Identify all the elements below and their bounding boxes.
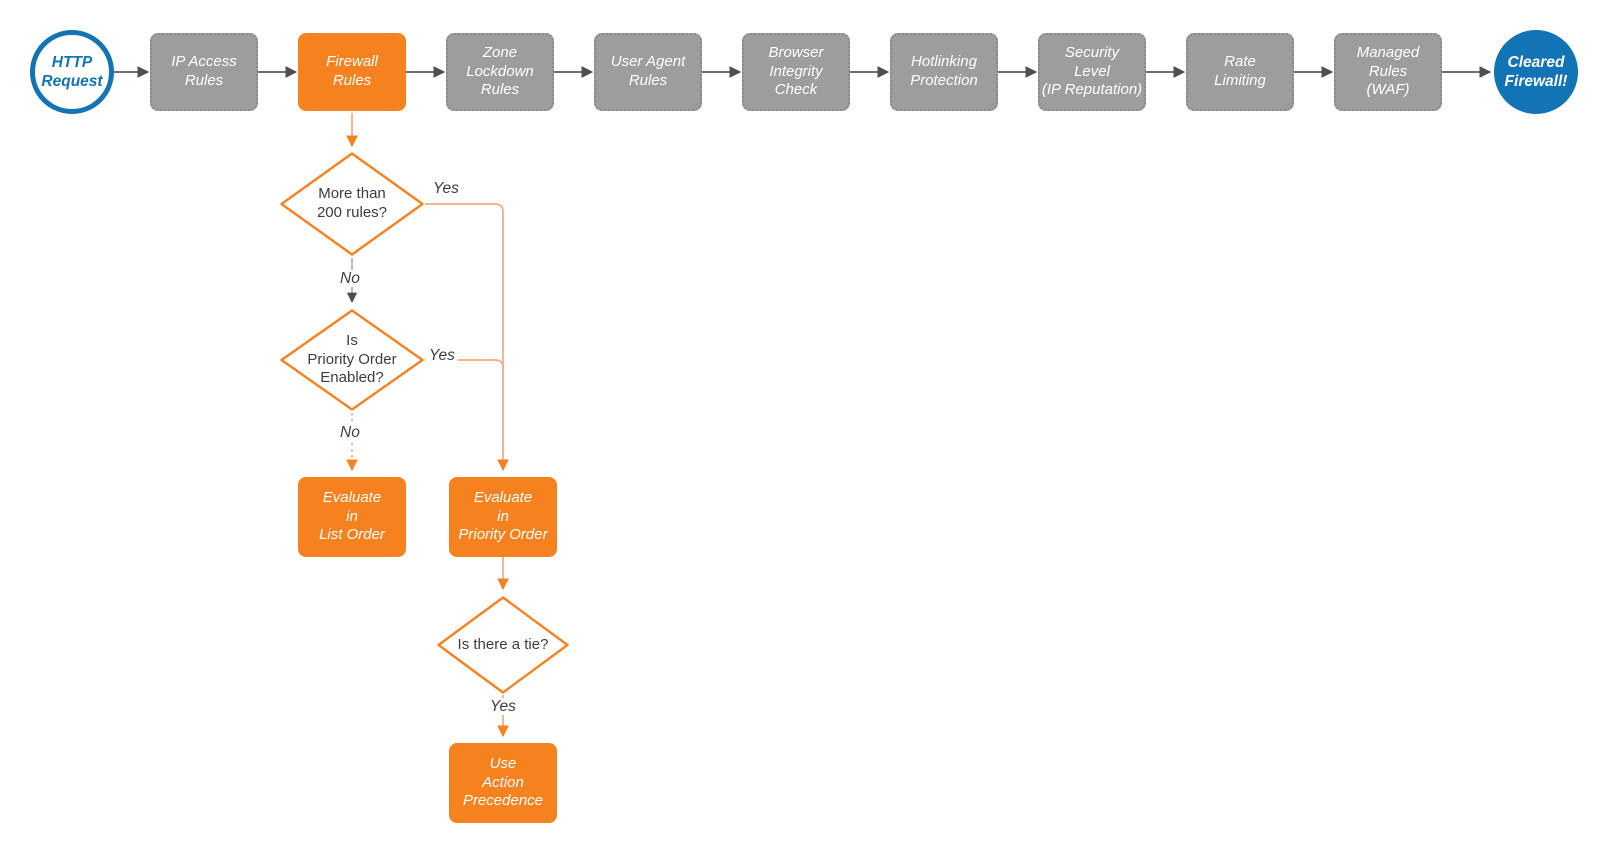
- diamond-shape: [280, 152, 424, 256]
- node-evaluate-in-priority-order: Evaluate in Priority Order: [449, 477, 557, 557]
- node-cleared-firewall: Cleared Firewall!: [1494, 30, 1578, 114]
- node-security-level: Security Level (IP Reputation): [1038, 33, 1146, 111]
- node-user-agent-rules: User Agent Rules: [594, 33, 702, 111]
- node-zone-lockdown-rules: Zone Lockdown Rules: [446, 33, 554, 111]
- node-label: HTTP Request: [41, 53, 103, 90]
- node-managed-rules-waf: Managed Rules (WAF): [1334, 33, 1442, 111]
- node-label: User Agent Rules: [610, 53, 686, 89]
- decision-priority-order-enabled: Is Priority Order Enabled?: [279, 308, 425, 412]
- node-label: Hotlinking Protection: [910, 53, 978, 89]
- edge-label-priority-order-yes: Yes: [426, 347, 458, 365]
- node-ip-access-rules: IP Access Rules: [150, 33, 258, 111]
- edge-label-more-than-200-no: No: [337, 270, 363, 288]
- node-label: Browser Integrity Check: [768, 43, 824, 99]
- node-label: Firewall Rules: [326, 53, 378, 89]
- node-label: Evaluate in Priority Order: [458, 488, 548, 544]
- diamond-shape: [437, 596, 569, 694]
- node-label: Use Action Precedence: [462, 754, 544, 810]
- edge-label-priority-order-no: No: [337, 424, 363, 442]
- node-label: Rate Limiting: [1214, 53, 1266, 89]
- node-http-request: HTTP Request: [30, 30, 114, 114]
- decision-label: More than 200 rules?: [316, 185, 388, 221]
- node-label: IP Access Rules: [171, 53, 237, 89]
- node-label: Managed Rules (WAF): [1356, 43, 1420, 99]
- node-rate-limiting: Rate Limiting: [1186, 33, 1294, 111]
- node-label: Cleared Firewall!: [1504, 53, 1568, 90]
- node-hotlinking-protection: Hotlinking Protection: [890, 33, 998, 111]
- node-evaluate-in-list-order: Evaluate in List Order: [298, 477, 406, 557]
- diamond-shape: [280, 309, 424, 411]
- node-label: Evaluate in List Order: [319, 488, 385, 544]
- node-browser-integrity-check: Browser Integrity Check: [742, 33, 850, 111]
- decision-more-than-200-rules: More than 200 rules?: [279, 151, 425, 257]
- edge-label-tie-yes: Yes: [487, 698, 519, 716]
- decision-label: Is Priority Order Enabled?: [307, 331, 397, 387]
- edge-label-more-than-200-yes: Yes: [430, 180, 462, 198]
- node-label: Security Level (IP Reputation): [1041, 43, 1143, 99]
- node-label: Zone Lockdown Rules: [466, 43, 534, 99]
- node-firewall-rules: Firewall Rules: [298, 33, 406, 111]
- decision-is-there-a-tie: Is there a tie?: [436, 595, 570, 695]
- decision-label: Is there a tie?: [457, 635, 549, 653]
- node-use-action-precedence: Use Action Precedence: [449, 743, 557, 823]
